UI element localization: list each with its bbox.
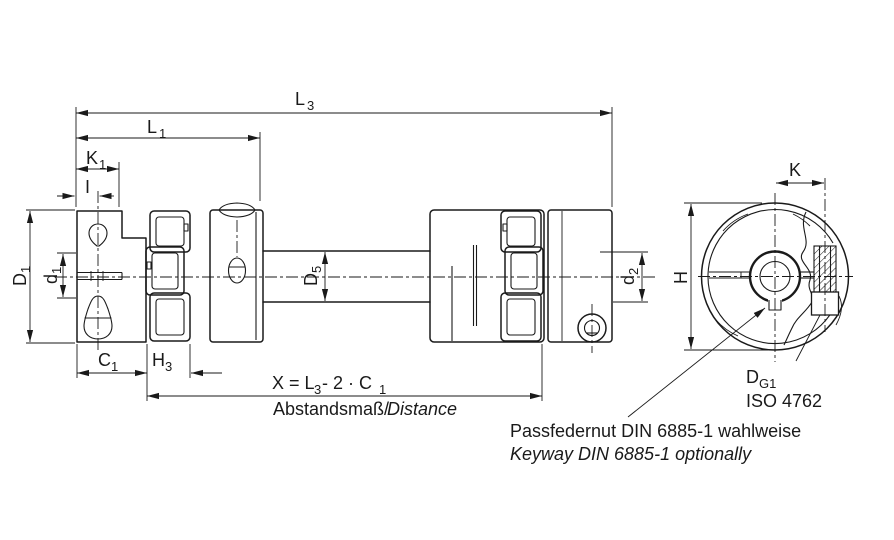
right-hub-outline [547, 209, 613, 343]
dim-C1: C 1 [76, 344, 148, 401]
callout-DG1: D G1 ISO 4762 [746, 314, 822, 411]
svg-text:1: 1 [18, 266, 33, 273]
right-flange-sleeve [429, 209, 545, 343]
end-view: H K D G1 ISO 4762 Passfedernut DIN 6885-… [510, 160, 853, 464]
lens-plug [218, 202, 256, 218]
svg-text:2: 2 [626, 268, 641, 275]
dim-K: K [776, 160, 824, 187]
dim-K1: K 1 [76, 148, 120, 207]
dim-H: H [671, 202, 768, 351]
label-distance-en: Distance [387, 399, 457, 419]
label-I: I [85, 177, 90, 197]
label-L1: L [147, 117, 157, 137]
svg-text:1: 1 [99, 157, 106, 172]
spider-teeth-left [145, 210, 191, 342]
dim-D1: D 1 [10, 209, 75, 344]
dim-d1: d 1 [41, 252, 76, 299]
dim-d2: d 2 [600, 251, 648, 303]
dim-L3: L 3 [75, 89, 613, 207]
flange-set-screw [227, 257, 247, 284]
svg-text:1: 1 [49, 267, 64, 274]
label-D5: D [301, 273, 321, 286]
side-view: L 3 L 1 K 1 I D 1 [10, 89, 658, 419]
sleeve-outline [429, 209, 545, 343]
svg-text:1: 1 [111, 359, 118, 374]
label-DG1: D [746, 367, 759, 387]
label-K1: K [86, 148, 98, 168]
rim-circle [707, 209, 834, 344]
callout-keyway: Passfedernut DIN 6885-1 wahlweise Keyway… [510, 307, 801, 464]
label-keyway-note-en: Keyway DIN 6885-1 optionally [510, 444, 752, 464]
deco-arc-1 [722, 213, 749, 232]
flange-outline [209, 209, 264, 343]
spider-teeth-right [500, 210, 544, 342]
dim-X: X = L 3 - 2 · C 1 Abstandsmaß/ Distance [147, 344, 543, 419]
svg-text:- 2 · C: - 2 · C [322, 373, 372, 393]
label-L3: L [295, 89, 305, 109]
right-hub [547, 209, 613, 353]
label-keyway-note-de: Passfedernut DIN 6885-1 wahlweise [510, 421, 801, 441]
break-line-right [835, 295, 843, 326]
spacer-tube [262, 250, 431, 303]
svg-text:3: 3 [314, 382, 321, 397]
label-iso-4762: ISO 4762 [746, 391, 822, 411]
svg-text:1: 1 [379, 382, 386, 397]
deco-arc-3 [792, 213, 811, 227]
label-d1: d [41, 274, 61, 284]
center-flange [209, 202, 264, 343]
clamp-screw-hole [83, 295, 113, 340]
left-hub-outline [76, 210, 147, 343]
clamp-slot-left [709, 271, 751, 279]
dim-H3: H 3 [152, 344, 222, 378]
label-d2: d [618, 275, 638, 285]
label-K: K [789, 160, 801, 180]
label-X-formula: X = L [272, 373, 315, 393]
svg-text:3: 3 [165, 359, 172, 374]
label-C1: C [98, 350, 111, 370]
pin-hole [88, 223, 108, 247]
svg-text:1: 1 [159, 126, 166, 141]
label-H3: H [152, 350, 165, 370]
svg-text:G1: G1 [759, 376, 776, 391]
svg-text:5: 5 [309, 266, 324, 273]
deco-arc-2 [715, 319, 739, 337]
svg-text:3: 3 [307, 98, 314, 113]
cap-screw [810, 178, 840, 332]
label-H: H [671, 271, 691, 284]
dim-D5: D 5 [301, 252, 329, 301]
dim-L1: L 1 [76, 117, 261, 201]
clamp-slot-right [800, 271, 814, 279]
left-hub [76, 191, 147, 350]
dim-I: I [57, 177, 114, 200]
label-distance-de: Abstandsmaß/ [273, 399, 389, 419]
label-D1: D [10, 273, 30, 286]
pilot-bore [77, 271, 123, 281]
